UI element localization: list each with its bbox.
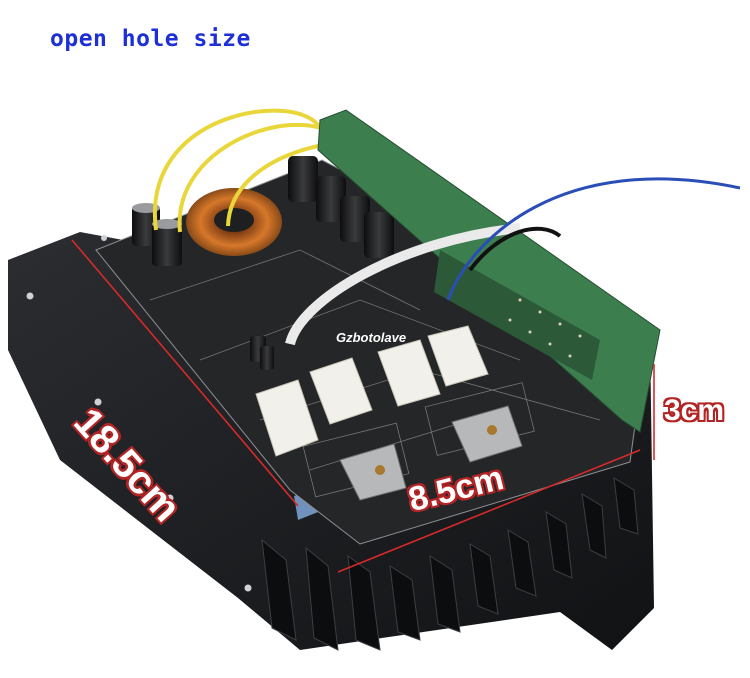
power-transistor <box>339 405 523 501</box>
mounting-hole <box>26 292 34 300</box>
blue-wire <box>446 177 741 301</box>
black-wire <box>468 226 562 272</box>
dimension-lines <box>71 239 655 573</box>
mounting-hole <box>101 235 107 241</box>
electrolytic-capacitor <box>132 156 394 370</box>
mounting-hole <box>244 584 252 592</box>
title: open hole size <box>50 26 251 52</box>
ribbon-cable <box>285 223 521 346</box>
ceramic-resistor <box>255 325 489 457</box>
toroid-inductor <box>186 188 282 256</box>
watermark-text: Gzbotolave <box>336 330 407 345</box>
mounting-hole <box>94 398 102 406</box>
heatsink-fins <box>261 477 639 651</box>
height-dimension-label: 3cm <box>664 394 725 427</box>
mounting-hole <box>166 494 174 502</box>
